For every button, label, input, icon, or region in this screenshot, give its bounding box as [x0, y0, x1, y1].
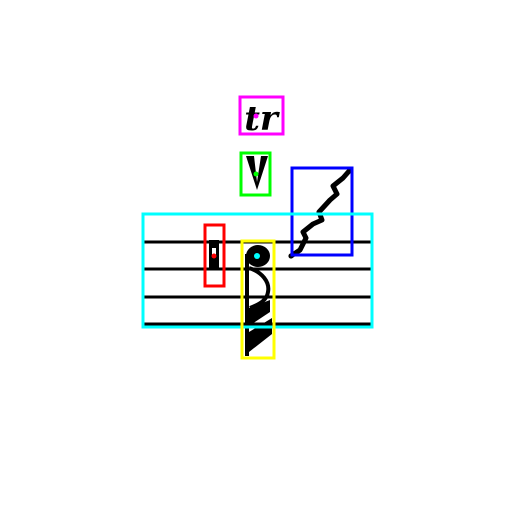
- sharp-center-marker: [211, 253, 217, 259]
- accent-center-marker: [253, 171, 259, 177]
- trill-center-marker: [253, 113, 259, 119]
- trill-box: [238, 95, 285, 136]
- accent-symbol: [246, 156, 268, 190]
- trill-symbol: tr: [244, 99, 280, 139]
- note-group: [245, 245, 272, 356]
- note-flag: [249, 300, 270, 326]
- staff-box: [141, 212, 374, 329]
- center-markers: [211, 113, 260, 259]
- sharp-box: [203, 223, 226, 288]
- note-group-box: [240, 239, 276, 360]
- annotation-boxes: [141, 95, 374, 360]
- accent-box: [239, 151, 272, 197]
- glissando-box: [290, 166, 354, 257]
- staff-center-marker: [254, 253, 260, 259]
- note-flag: [248, 266, 271, 310]
